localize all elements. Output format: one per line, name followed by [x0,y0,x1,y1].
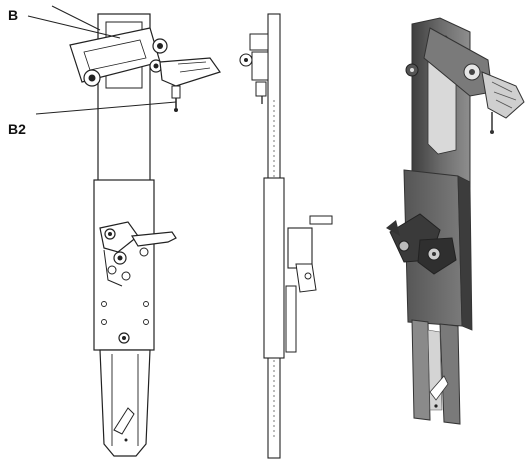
clamp-jaw [159,57,221,87]
front-view: B B2 [8,5,221,457]
latch-mechanism [99,221,177,287]
side-top-mount [239,33,269,104]
lower-fork [99,349,151,457]
isometric-view [386,17,525,425]
callout-line-b2 [35,101,177,115]
callouts: B B2 [8,5,177,137]
callout-line-b [27,15,121,39]
label-b2: B2 [8,121,26,137]
side-mid-bracket [263,177,333,359]
iso-latch-mechanism [386,213,457,275]
roller-hub [88,74,96,82]
iso-right-leg [439,323,461,425]
latch-hook [130,231,177,247]
iso-left-leg [411,319,431,421]
side-view [239,13,333,459]
top-clamp-assembly [69,27,221,112]
label-b: B [8,7,18,23]
